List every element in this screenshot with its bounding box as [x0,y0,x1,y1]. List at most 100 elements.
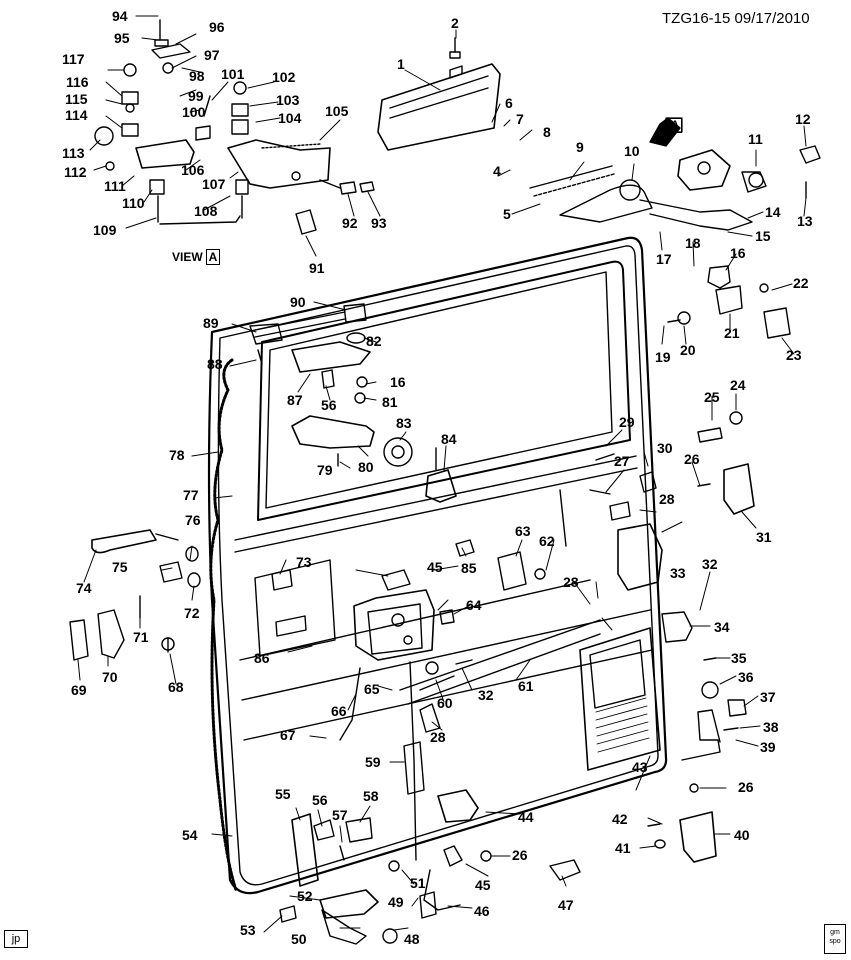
callout-24: 24 [730,377,746,393]
callout-5: 5 [503,206,511,222]
callout-84: 84 [441,431,457,447]
callout-110: 110 [122,195,145,211]
callout-115: 115 [65,91,88,107]
callout-45-lower: 45 [475,877,491,893]
callout-70: 70 [102,669,118,685]
callout-109: 109 [93,222,117,238]
diagram-code: TZG16-15 [662,10,731,27]
callout-21: 21 [724,325,740,341]
callout-94: 94 [112,8,128,24]
small-fasteners-upper-right [667,145,821,339]
callout-30: 30 [657,440,673,456]
leader-lines [77,15,807,933]
callout-32-right: 32 [702,556,718,572]
callout-100: 100 [182,104,206,120]
callout-36: 36 [738,669,754,685]
callout-9: 9 [576,139,584,155]
callout-61: 61 [518,678,534,694]
callout-71: 71 [133,629,149,645]
callout-4: 4 [493,163,501,179]
callout-42: 42 [612,811,628,827]
outside-handle-74 [91,529,179,554]
callout-6: 6 [505,95,513,111]
callout-114: 114 [65,107,88,123]
callout-77: 77 [183,487,199,503]
callout-27: 27 [614,453,630,469]
view-label-text: VIEW [172,250,203,264]
callout-90: 90 [290,294,306,310]
view-a-hinge-assembly [94,19,331,225]
callout-113: 113 [62,145,85,161]
callout-53: 53 [240,922,256,938]
callout-12: 12 [795,111,811,127]
left-small-parts [69,546,293,661]
inner-latch-mechanism [353,539,546,661]
callout-82: 82 [366,333,382,349]
callout-43: 43 [632,759,648,775]
callout-29: 29 [619,414,635,430]
callout-13: 13 [797,213,813,229]
callout-16-lower: 16 [390,374,406,390]
view-label-tag: A [205,249,221,265]
callout-66: 66 [331,703,347,719]
callout-52: 52 [297,888,313,904]
callout-95: 95 [114,30,130,46]
view-a-striker-assembly [649,117,767,193]
callout-8: 8 [543,124,551,140]
callout-33: 33 [670,565,686,581]
gm-spo-logo: gm spo [824,924,846,954]
callout-38: 38 [763,719,779,735]
callout-112: 112 [64,164,87,180]
callout-62: 62 [539,533,555,549]
callout-64: 64 [466,597,482,613]
callout-106: 106 [181,162,205,178]
callout-55: 55 [275,786,291,802]
callout-11: 11 [748,131,763,147]
callout-69: 69 [71,682,87,698]
callout-32-middle: 32 [478,687,494,703]
callout-57: 57 [332,807,348,823]
callout-75: 75 [112,559,128,575]
callout-103: 103 [276,92,300,108]
callout-97: 97 [204,47,220,63]
right-lock-parts [559,411,755,643]
callout-18: 18 [685,235,701,251]
callout-105: 105 [325,103,349,119]
callout-37: 37 [760,689,776,705]
callout-117: 117 [62,51,85,67]
callout-92: 92 [342,215,358,231]
callout-1: 1 [397,56,405,72]
callout-85: 85 [461,560,477,576]
callout-40: 40 [734,827,750,843]
callout-68: 68 [168,679,184,695]
callout-73: 73 [296,554,312,570]
logo-line-2: spo [829,938,841,945]
callout-14: 14 [765,204,781,220]
callout-54: 54 [182,827,198,843]
view-a-marker: A [668,118,682,133]
callout-16-upper: 16 [730,245,746,261]
callout-28-lower: 28 [430,729,446,745]
callout-39: 39 [760,739,776,755]
callout-104: 104 [278,110,302,126]
callout-25: 25 [704,389,720,405]
diagram-code-header: TZG16-15 09/17/2010 [662,10,810,27]
callout-72: 72 [184,605,200,621]
callout-65: 65 [364,681,380,697]
callout-48: 48 [404,931,420,947]
callout-99: 99 [188,88,204,104]
callout-96: 96 [209,19,225,35]
callout-28-middle: 28 [563,574,579,590]
callout-26-middle: 26 [738,779,754,795]
callout-81: 81 [382,394,398,410]
door-panel [207,236,668,895]
callout-46: 46 [474,903,490,919]
callout-45-upper: 45 [427,559,443,575]
lower-left-hinge [279,813,379,945]
callout-19: 19 [655,349,671,365]
callout-98: 98 [189,68,205,84]
callout-88: 88 [207,356,223,372]
